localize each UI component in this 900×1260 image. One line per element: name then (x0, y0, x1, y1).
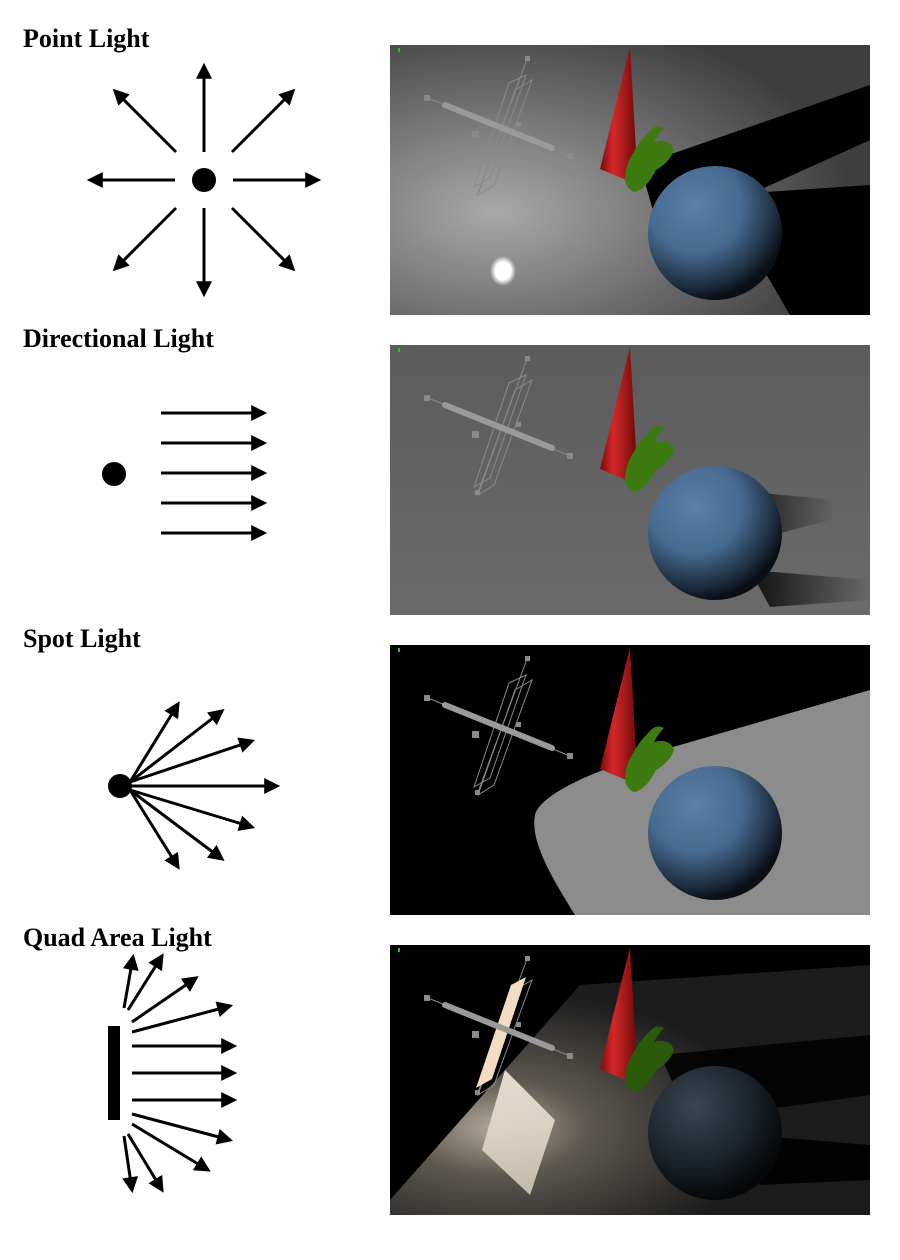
spot-arrow (129, 709, 225, 784)
cone (600, 47, 638, 185)
spot-arrow (129, 737, 256, 784)
area-arrow (131, 1001, 234, 1034)
spot-light-render (390, 645, 870, 915)
quad-area-light-render (390, 945, 870, 1215)
area-arrow (126, 1133, 164, 1193)
spot-arrow (128, 789, 180, 870)
light-glow (490, 256, 516, 286)
area-arrow (131, 1112, 234, 1145)
bunny (625, 726, 674, 792)
light-patch (482, 1070, 555, 1195)
directional-light-title: Directional Light (23, 324, 214, 353)
bunny (625, 1026, 674, 1092)
arrow-down-right (230, 206, 296, 272)
sphere (648, 766, 782, 900)
sphere (648, 466, 782, 600)
area-arrow (122, 953, 139, 1009)
light-source-dot (102, 462, 126, 486)
spot-arrow (129, 788, 225, 861)
quad-light-emitter (476, 977, 526, 1088)
spot-arrow (128, 701, 180, 783)
arrow-up-right (230, 88, 296, 154)
cone (600, 947, 638, 1085)
bunny (625, 126, 674, 192)
soft-shadow (750, 570, 870, 607)
spot-arrow (129, 788, 256, 831)
spot-light-diagram (108, 701, 281, 870)
spot-light-title: Spot Light (23, 624, 141, 653)
arrow-up-left (112, 88, 178, 154)
sphere (648, 1066, 782, 1200)
cone (600, 647, 638, 785)
quad-area-light-title: Quad Area Light (23, 923, 212, 952)
area-arrow (131, 976, 199, 1024)
point-light-diagram (86, 62, 322, 298)
area-arrow (126, 953, 164, 1011)
cone (600, 347, 638, 485)
area-arrow (131, 1122, 211, 1172)
quad-area-light-diagram (108, 953, 238, 1194)
point-light-title: Point Light (23, 24, 150, 53)
directional-light-render (390, 345, 870, 615)
light-source-dot (192, 168, 216, 192)
point-light-render (390, 45, 870, 315)
area-light-panel (108, 1026, 120, 1120)
arrow-down-left (112, 206, 178, 272)
sphere (648, 166, 782, 300)
directional-light-diagram (102, 405, 268, 541)
area-arrow (122, 1135, 139, 1194)
bunny (625, 426, 674, 492)
light-source-dot (108, 774, 132, 798)
